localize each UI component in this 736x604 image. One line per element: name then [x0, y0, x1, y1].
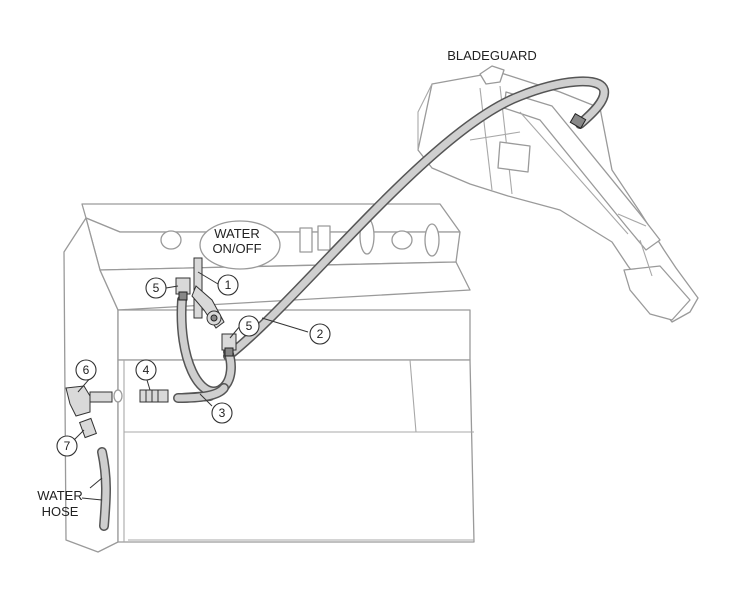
callout-4: 4	[135, 359, 157, 381]
elbow-fitting-lower	[221, 333, 237, 357]
callout-5-lower: 5	[238, 315, 260, 337]
inlet-elbow	[65, 385, 123, 417]
callout-6: 6	[75, 359, 97, 381]
svg-text:6: 6	[83, 363, 90, 377]
svg-text:7: 7	[64, 439, 71, 453]
svg-text:1: 1	[225, 278, 232, 292]
callout-3: 3	[211, 402, 233, 424]
hose-connector	[139, 389, 169, 403]
water-valve	[191, 257, 225, 329]
bladeguard-label: BLADEGUARD	[447, 48, 537, 63]
bladeguard-assembly	[417, 65, 699, 323]
machine-frame	[63, 203, 475, 553]
callout-5-upper: 5	[145, 277, 167, 299]
water-hose-label-line2: HOSE	[42, 504, 79, 519]
svg-text:4: 4	[143, 363, 150, 377]
callout-7: 7	[56, 435, 78, 457]
svg-text:3: 3	[219, 406, 226, 420]
callout-2: 2	[309, 323, 331, 345]
svg-text:2: 2	[317, 327, 324, 341]
water-hose-label-line1: WATER	[37, 488, 83, 503]
svg-text:5: 5	[246, 319, 253, 333]
water-on-off-label-line1: WATER	[214, 226, 260, 241]
callout-1: 1	[217, 274, 239, 296]
inlet-fitting	[78, 417, 98, 439]
water-on-off-label-line2: ON/OFF	[212, 241, 261, 256]
svg-text:5: 5	[153, 281, 160, 295]
